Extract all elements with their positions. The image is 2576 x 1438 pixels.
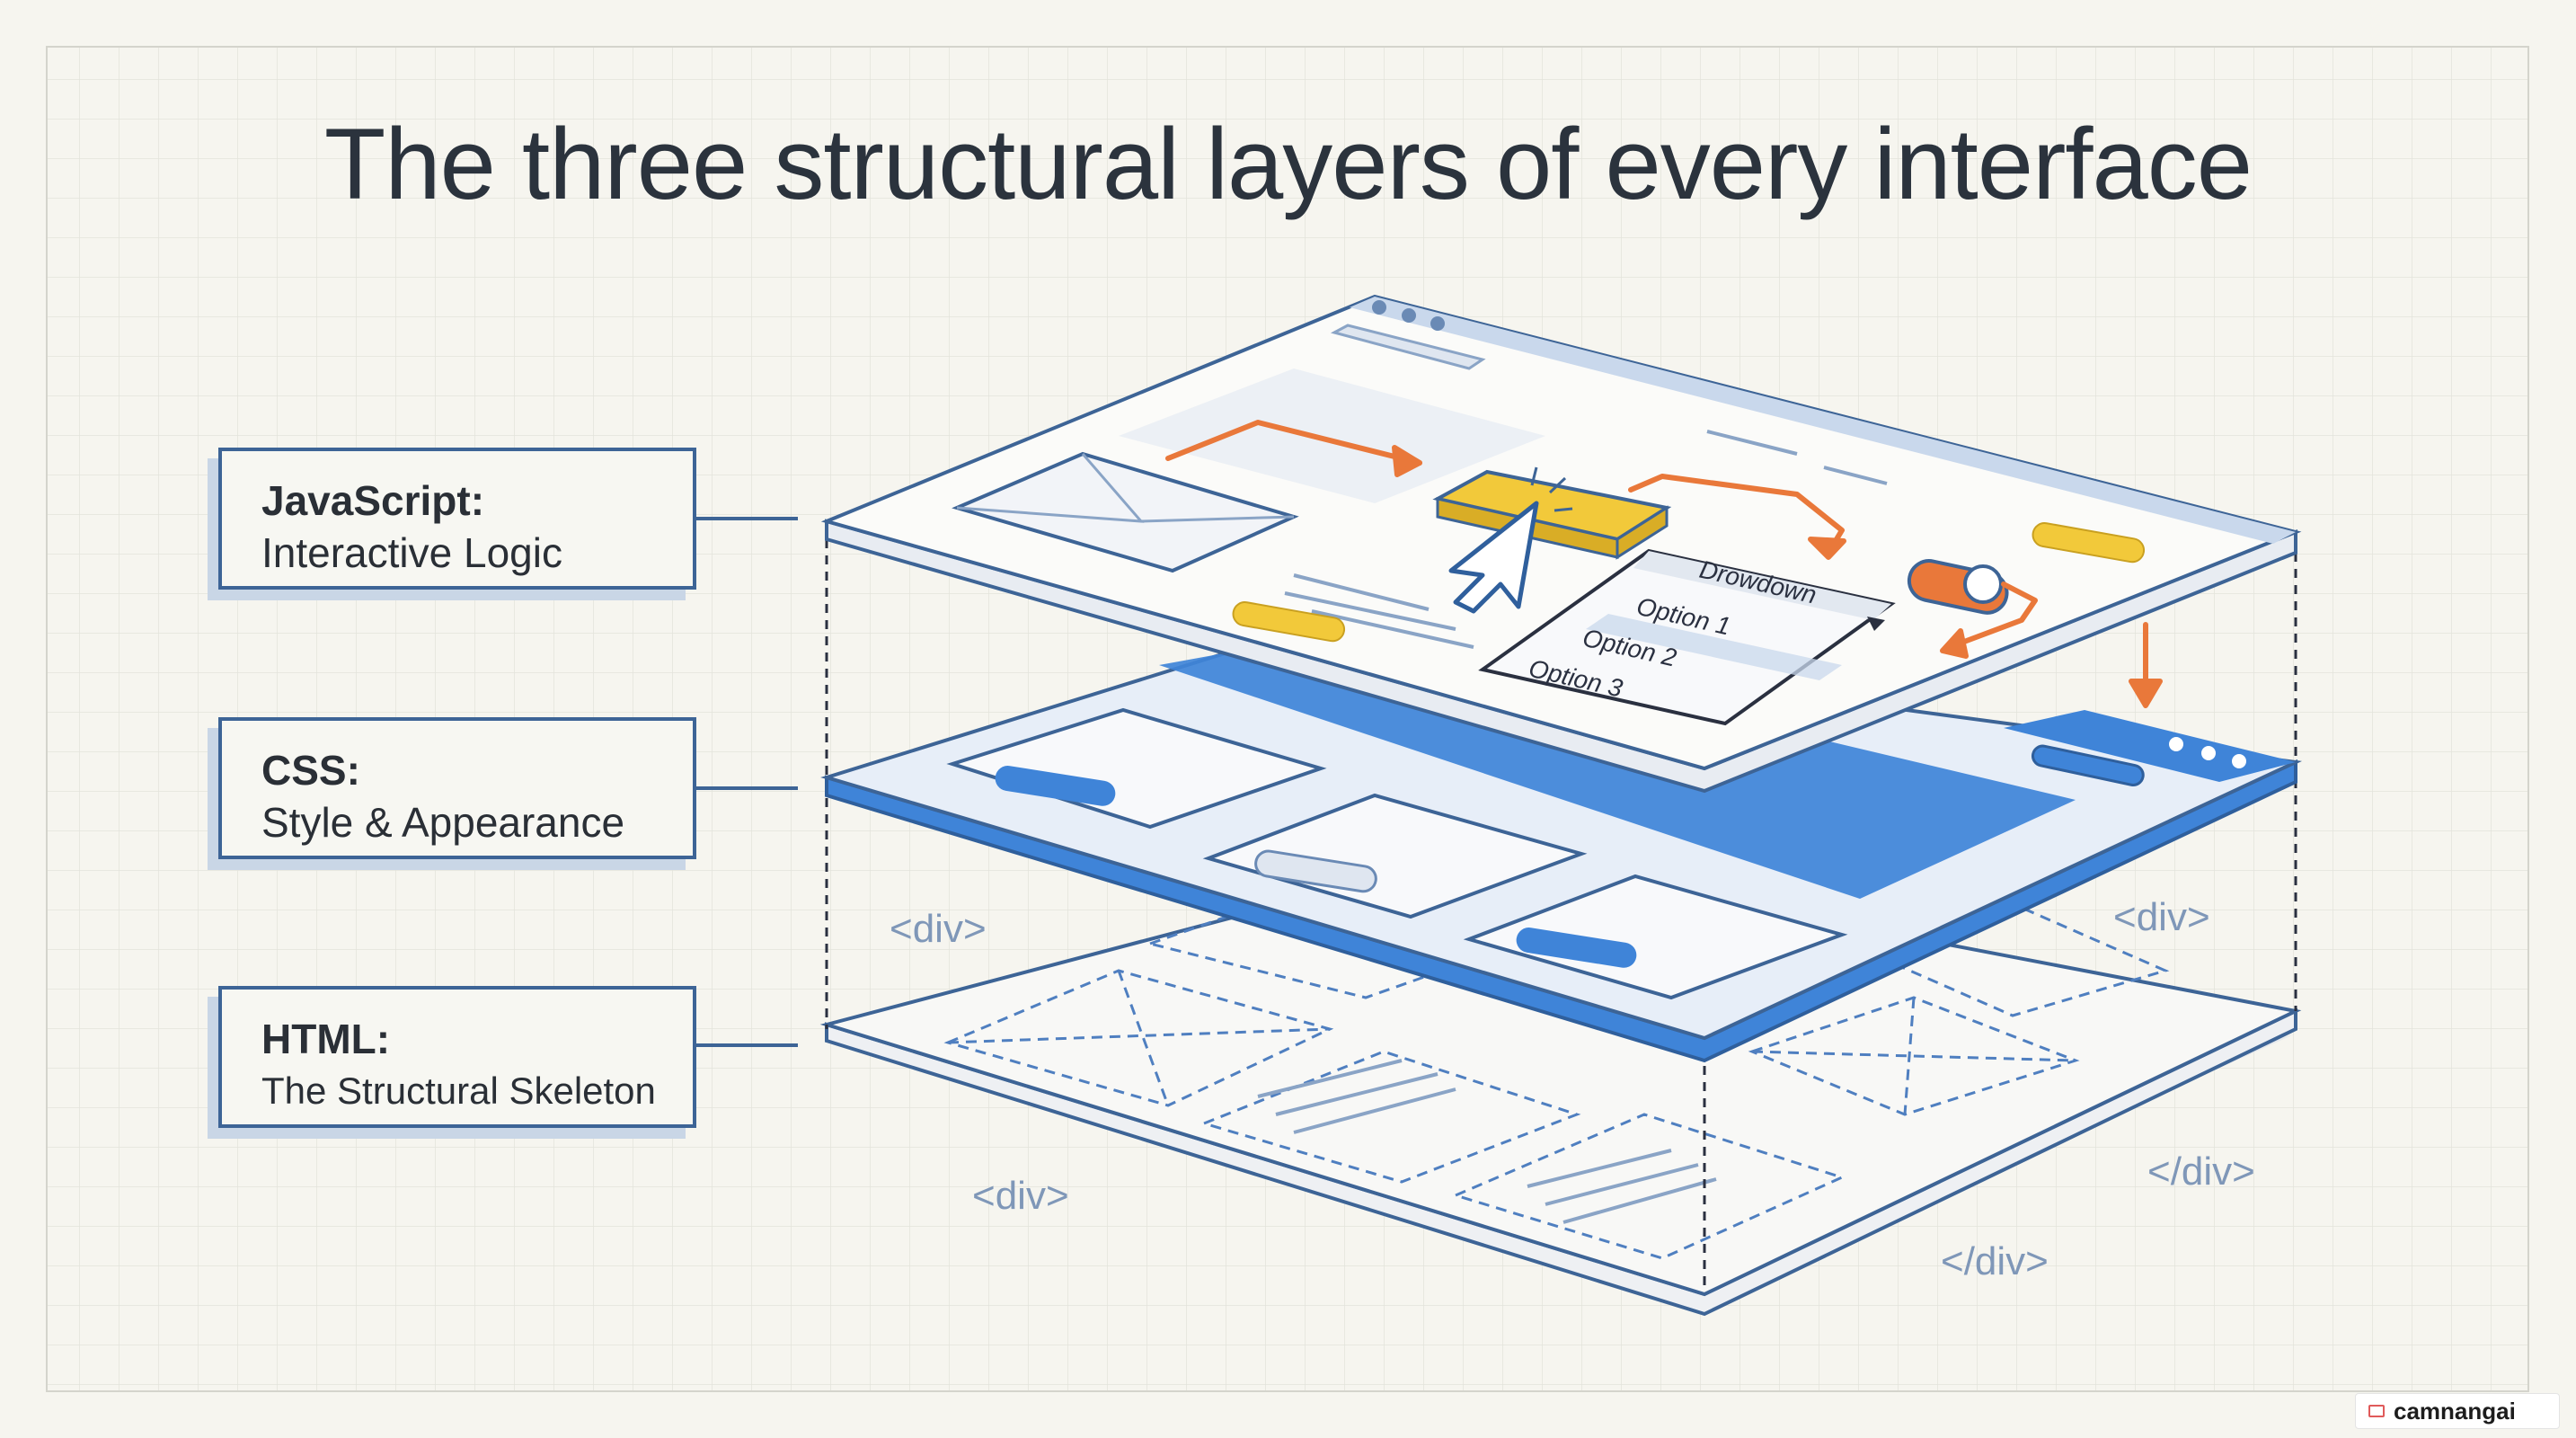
small-yellow-button (1232, 601, 1346, 643)
label-html-heading: HTML: (261, 1016, 391, 1062)
css-card-2 (1202, 793, 1588, 919)
arrow-toggle-to-dropdown (1947, 581, 2038, 650)
browser-top-bar (1350, 297, 2296, 544)
book-icon (2368, 1405, 2385, 1417)
tag-div-right-mid: <div> (2113, 895, 2210, 939)
interaction-arrows (1165, 420, 2163, 708)
js-text-lines (1284, 430, 1888, 649)
wireframe-box-2 (1199, 1050, 1581, 1184)
label-html: HTML: The Structural Skeleton (218, 986, 696, 1128)
css-header-bar (2004, 710, 2296, 782)
label-html-subtitle: The Structural Skeleton (261, 1070, 656, 1112)
watermark-badge[interactable]: camnangai (2355, 1393, 2560, 1429)
arrow-button-to-dropdown (1628, 474, 1845, 555)
toggle-switch-icon (1907, 559, 2009, 615)
label-javascript: JavaScript: Interactive Logic (218, 448, 696, 590)
wireframe-text-lines (1257, 1059, 1717, 1224)
tag-div-left-mid: <div> (890, 907, 987, 951)
css-card-1 (946, 707, 1327, 830)
small-yellow-button-2 (2032, 522, 2146, 564)
arrow-envelope-to-button (1165, 420, 1422, 466)
watermark-text: camnangai (2394, 1397, 2516, 1425)
tag-close-div-bottom: </div> (1941, 1239, 2049, 1283)
tag-close-div-right: </div> (2147, 1150, 2255, 1194)
css-card-3 (1463, 874, 1848, 1000)
js-layer: Drowdown Option 1 Option 2 Option 3 (820, 294, 2302, 794)
envelope-icon (952, 451, 1299, 573)
tag-div-left-bottom: <div> (972, 1174, 1069, 1218)
label-css-heading: CSS: (261, 747, 360, 794)
label-css-subtitle: Style & Appearance (261, 799, 625, 846)
cursor-icon (1448, 466, 1573, 614)
page-title: The three structural layers of every int… (323, 108, 2253, 220)
div-tags: <div> <div> <div> </div> </div> (890, 895, 2255, 1283)
label-css: CSS: Style & Appearance (218, 717, 696, 859)
label-javascript-heading: JavaScript: (261, 477, 485, 524)
label-connectors (696, 517, 798, 1047)
wireframe-box-6 (1864, 906, 2170, 1017)
label-javascript-subtitle: Interactive Logic (261, 529, 562, 576)
